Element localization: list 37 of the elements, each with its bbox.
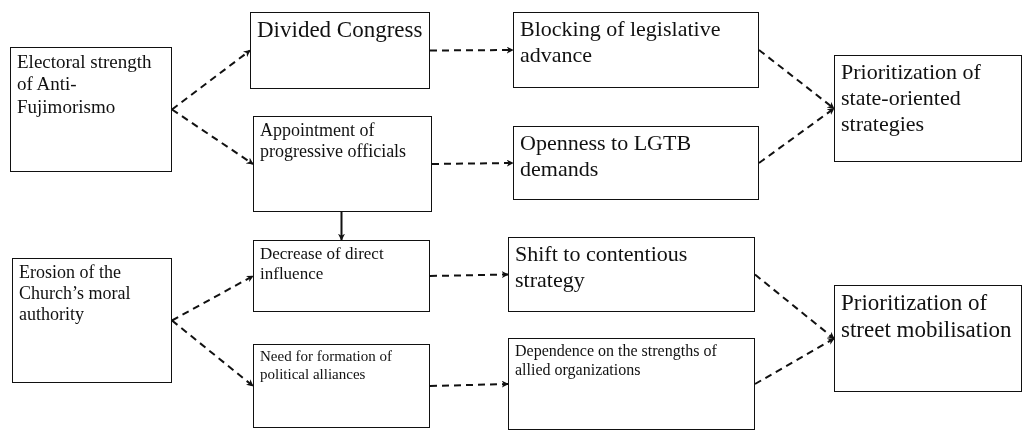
process-box [12, 258, 172, 383]
arrow [754, 273, 835, 340]
box-text: Blocking of legislative advance [520, 16, 722, 68]
arrow [758, 107, 835, 164]
arrow [431, 159, 514, 167]
box-text: Prioritization of state-oriented strategies [841, 59, 982, 137]
arrow [429, 380, 509, 388]
process-box [253, 344, 430, 428]
arrow [754, 337, 835, 385]
box-text: Need for formation of political alliances [260, 348, 394, 384]
arrow [429, 46, 514, 54]
arrow [171, 49, 251, 111]
process-box [253, 116, 432, 212]
arrow [429, 271, 509, 279]
process-box [10, 47, 172, 172]
arrow [171, 275, 254, 322]
process-box [253, 240, 430, 312]
box-text: Appointment of progressive officials [260, 120, 408, 163]
arrow [758, 49, 835, 110]
arrow [171, 108, 254, 165]
arrow [171, 319, 254, 387]
box-text: Electoral strength of Anti-Fujimorismo [17, 51, 153, 119]
box-text: Openness to LGTB demands [520, 130, 693, 182]
process-box [834, 55, 1022, 162]
box-text: Dependence on the strengths of allied organizations [515, 342, 718, 380]
box-text: Divided Congress [257, 16, 423, 44]
process-box [508, 338, 755, 430]
arrow [338, 211, 345, 241]
process-box [508, 237, 755, 312]
process-box [513, 126, 759, 200]
process-box [834, 285, 1022, 392]
box-text: Prioritization of street mobilisation [841, 289, 1013, 344]
process-box [513, 12, 759, 88]
box-text: Shift to contentious strategy [515, 241, 689, 293]
process-box [250, 12, 430, 89]
box-text: Decrease of direct influence [260, 244, 385, 285]
box-text: Erosion of the Church’s moral authority [19, 262, 132, 326]
